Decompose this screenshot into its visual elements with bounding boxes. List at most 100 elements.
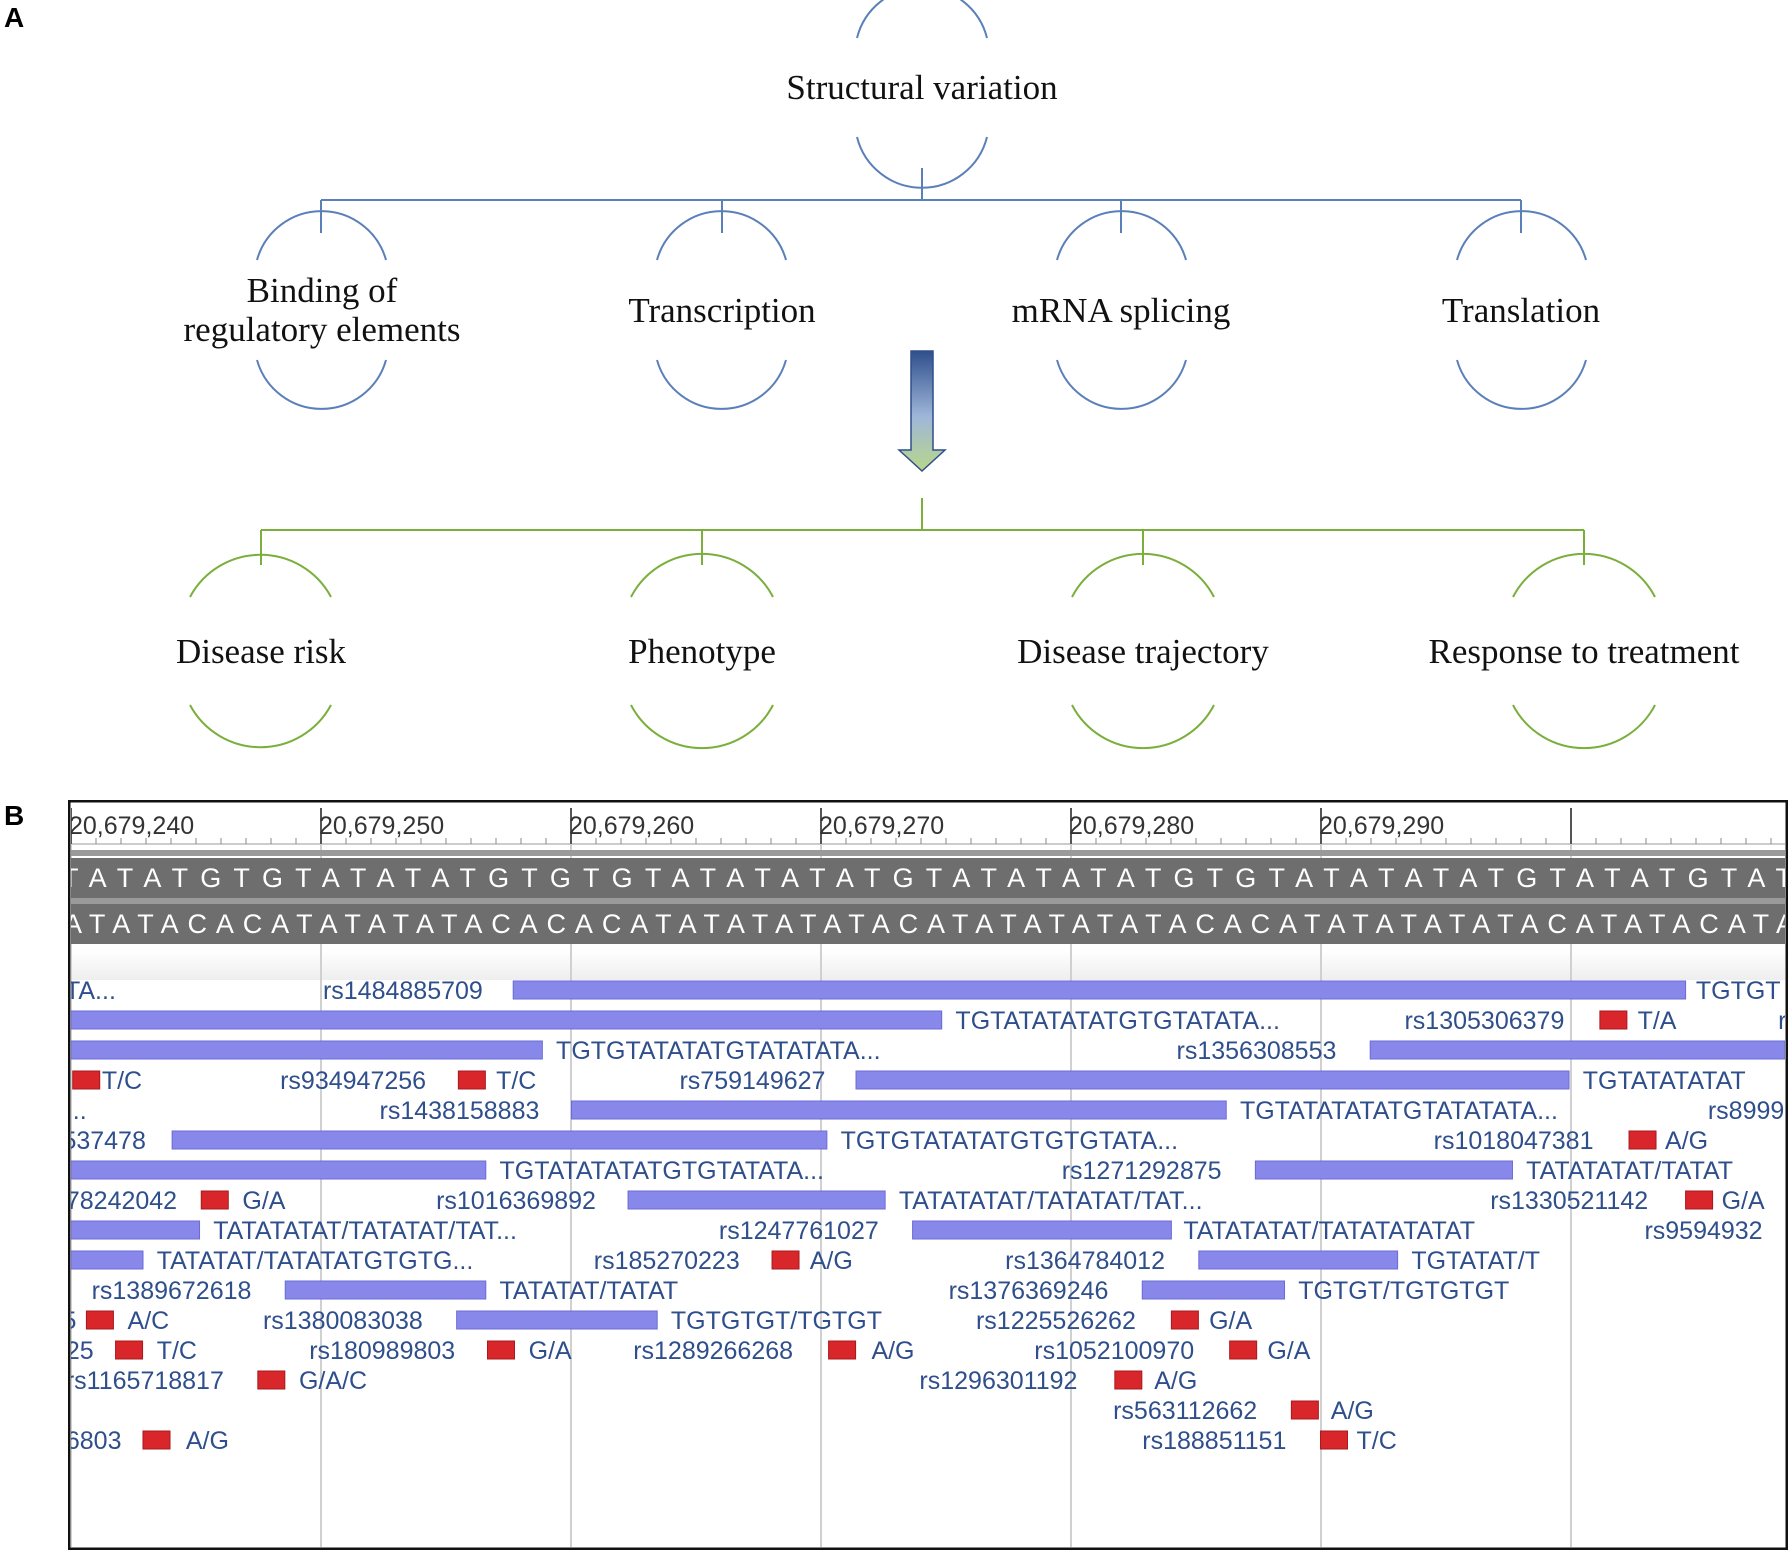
variant-bar[interactable] (71, 1010, 943, 1030)
snp-marker[interactable] (487, 1340, 516, 1360)
variant-label[interactable]: 537478 (68, 1127, 146, 1155)
variant-label[interactable]: TGTGTATATATGTATATATA... (556, 1037, 881, 1065)
variant-label[interactable]: rs1296301192 (919, 1367, 1077, 1395)
variant-label[interactable]: rs188851151 (1142, 1427, 1286, 1455)
variant-label[interactable]: T/C (102, 1067, 142, 1095)
variant-bar[interactable] (512, 980, 1687, 1000)
variant-bar[interactable] (570, 1100, 1227, 1120)
snp-marker[interactable] (1320, 1430, 1349, 1450)
variant-bar[interactable] (171, 1130, 828, 1150)
variant-bar[interactable] (1254, 1160, 1513, 1180)
variant-label[interactable]: G/A (1267, 1337, 1310, 1365)
variant-label[interactable]: rs1376369246 (949, 1277, 1109, 1305)
variant-label[interactable]: rs1484885709 (323, 977, 483, 1005)
snp-marker[interactable] (1229, 1340, 1258, 1360)
variant-label[interactable]: T/C (1357, 1427, 1397, 1455)
snp-marker[interactable] (1599, 1010, 1628, 1030)
snp-marker[interactable] (1628, 1130, 1657, 1150)
snp-marker[interactable] (1290, 1400, 1319, 1420)
snp-marker[interactable] (457, 1070, 486, 1090)
snp-marker[interactable] (200, 1190, 229, 1210)
variant-bar[interactable] (456, 1310, 658, 1330)
variant-bar[interactable] (912, 1220, 1172, 1240)
variant-label[interactable]: r (1778, 1007, 1786, 1035)
variant-label[interactable]: G/A (242, 1187, 285, 1215)
variant-label[interactable]: TATATATAT/TATAT (1526, 1157, 1733, 1185)
variant-label[interactable]: ... (68, 1097, 87, 1125)
snp-marker[interactable] (257, 1370, 286, 1390)
variant-label[interactable]: rs1271292875 (1062, 1157, 1222, 1185)
variant-label[interactable]: rs1018047381 (1434, 1127, 1594, 1155)
variant-label[interactable]: TGTATATATATGTGTATATA... (955, 1007, 1280, 1035)
snp-marker[interactable] (72, 1070, 101, 1090)
variant-label[interactable]: G/A (1209, 1307, 1252, 1335)
variant-label[interactable]: rs8999 (1708, 1097, 1784, 1125)
variant-label[interactable]: rs1438158883 (380, 1097, 540, 1125)
variant-bar[interactable] (1198, 1250, 1399, 1270)
variant-label[interactable]: G/A/C (299, 1367, 367, 1395)
variant-label[interactable]: rs1389672618 (92, 1277, 252, 1305)
variant-label[interactable]: 6803 (68, 1427, 121, 1455)
variant-bar[interactable] (1369, 1040, 1785, 1060)
variant-label[interactable]: TGTGT (1696, 977, 1781, 1005)
snp-marker[interactable] (1685, 1190, 1714, 1210)
variant-bar[interactable] (627, 1190, 886, 1210)
variant-label[interactable]: TATATATAT/TATATAT/TAT... (213, 1217, 517, 1245)
variant-label[interactable]: TGTGTGT/TGTGT (671, 1307, 882, 1335)
variant-label[interactable]: rs1289266268 (633, 1337, 793, 1365)
variant-label[interactable]: T/C (496, 1067, 536, 1095)
snp-marker[interactable] (142, 1430, 171, 1450)
variant-bar[interactable] (284, 1280, 487, 1300)
variant-label[interactable]: rs1247761027 (719, 1217, 879, 1245)
variant-label[interactable]: 25 (68, 1337, 94, 1365)
variant-label[interactable]: A/C (128, 1307, 170, 1335)
variant-label[interactable]: rs180989803 (309, 1337, 455, 1365)
variant-label[interactable]: rs1364784012 (1005, 1247, 1165, 1275)
variant-label[interactable]: rs1380083038 (263, 1307, 423, 1335)
variant-label[interactable]: rs185270223 (594, 1247, 740, 1275)
variant-label[interactable]: A/G (186, 1427, 229, 1455)
snp-marker[interactable] (1170, 1310, 1199, 1330)
snp-marker[interactable] (828, 1340, 857, 1360)
snp-marker[interactable] (85, 1310, 114, 1330)
variant-label[interactable]: TATATATAT/TATATAT/TAT... (899, 1187, 1203, 1215)
variant-label[interactable]: TATA... (68, 977, 116, 1005)
variant-label[interactable]: 78242042 (68, 1187, 177, 1215)
variant-label[interactable]: TATATAT/TATAT (500, 1277, 679, 1305)
snp-marker[interactable] (115, 1340, 144, 1360)
variant-bar[interactable] (71, 1250, 144, 1270)
variant-label[interactable]: rs563112662 (1113, 1397, 1257, 1425)
variant-label[interactable]: A/G (1665, 1127, 1708, 1155)
variant-label[interactable]: rs1225526262 (976, 1307, 1136, 1335)
variant-label[interactable]: TGTATATATAT (1583, 1067, 1746, 1095)
variant-label[interactable]: rs1016369892 (436, 1187, 596, 1215)
variant-label[interactable]: 5 (68, 1307, 76, 1335)
variant-label[interactable]: rs1356308553 (1177, 1037, 1337, 1065)
variant-label[interactable]: A/G (810, 1247, 853, 1275)
variant-bar[interactable] (71, 1220, 201, 1240)
variant-label[interactable]: A/G (871, 1337, 914, 1365)
variant-label[interactable]: rs934947256 (280, 1067, 426, 1095)
variant-bar[interactable] (855, 1070, 1570, 1090)
variant-label[interactable]: TATATAT/TATATATGTGTG... (157, 1247, 474, 1275)
variant-label[interactable]: TGTATATATATGTATATATA... (1240, 1097, 1558, 1125)
variant-label[interactable]: A/G (1154, 1367, 1197, 1395)
variant-label[interactable]: TGTGT/TGTGTGT (1298, 1277, 1509, 1305)
snp-marker[interactable] (771, 1250, 800, 1270)
variant-label[interactable]: T/C (157, 1337, 197, 1365)
variant-label[interactable]: rs1165718817 (68, 1367, 224, 1395)
snp-marker[interactable] (1114, 1370, 1143, 1390)
variant-label[interactable]: TGTATAT/T (1411, 1247, 1540, 1275)
variant-bar[interactable] (71, 1040, 543, 1060)
variant-bar[interactable] (1141, 1280, 1286, 1300)
variant-bar[interactable] (71, 1160, 487, 1180)
variant-label[interactable]: TGTGTATATATGTGTGTATA... (841, 1127, 1178, 1155)
variant-label[interactable]: A/G (1331, 1397, 1374, 1425)
variant-label[interactable]: rs1330521142 (1490, 1187, 1648, 1215)
variant-label[interactable]: TATATATAT/TATATATATAT (1183, 1217, 1475, 1245)
variant-label[interactable]: G/A (529, 1337, 572, 1365)
variant-label[interactable]: rs9594932 (1644, 1217, 1762, 1245)
variant-label[interactable]: T/A (1638, 1007, 1677, 1035)
variant-label[interactable]: G/A (1722, 1187, 1765, 1215)
variant-label[interactable]: rs1305306379 (1404, 1007, 1564, 1035)
